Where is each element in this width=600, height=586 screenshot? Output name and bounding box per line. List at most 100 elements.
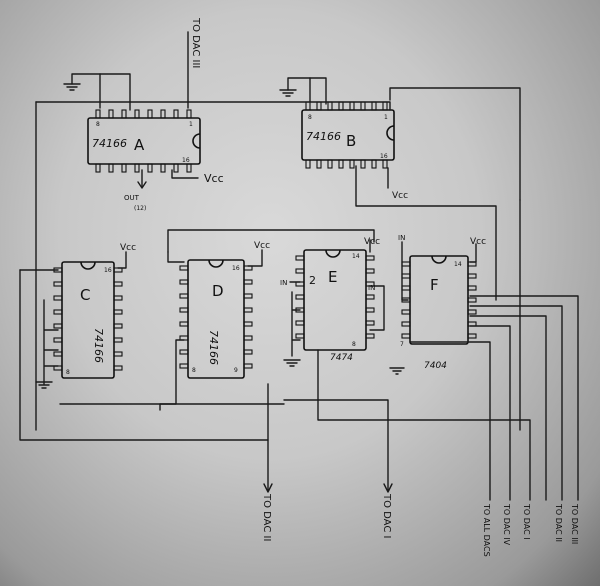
chip-e-right-pins xyxy=(365,255,375,339)
ic-pin xyxy=(467,297,477,303)
chip-f-notch xyxy=(431,255,447,264)
chip-f-body xyxy=(409,255,469,345)
ic-pin xyxy=(467,273,477,279)
ic-pin xyxy=(305,101,311,111)
ic-pin xyxy=(179,363,189,369)
label-vcc-c: Vcc xyxy=(120,243,136,253)
label-vcc-d: Vcc xyxy=(254,241,270,251)
ic-pin xyxy=(371,101,377,111)
ground-icon xyxy=(389,367,405,375)
chip-a-top-pins xyxy=(95,109,192,119)
wire-vcc-d xyxy=(247,249,263,267)
ic-pin xyxy=(327,101,333,111)
ic-pin xyxy=(173,163,179,173)
ic-pin xyxy=(243,321,253,327)
ic-pin xyxy=(179,293,189,299)
chip-f-type-label: 7404 xyxy=(424,361,447,371)
ic-pin xyxy=(53,281,63,287)
chip-f-pin14-label: 14 xyxy=(454,261,462,268)
label-to-dac-i-right: TO DAC I xyxy=(522,503,531,540)
label-to-dac-i: TO DAC I xyxy=(381,493,392,538)
chip-b-top-pins xyxy=(305,101,388,111)
wire-outer-left xyxy=(19,269,269,441)
ic-pin xyxy=(95,109,101,119)
chip-d-pin8-label: 8 xyxy=(192,367,196,374)
ic-pin xyxy=(401,321,411,327)
ic-pin xyxy=(243,335,253,341)
chip-e-pin8-label: 8 xyxy=(352,341,356,348)
chip-c-letter: C xyxy=(80,286,90,304)
wire-vcc-c xyxy=(117,251,127,269)
arrow-down-icon xyxy=(263,483,273,493)
ic-pin xyxy=(179,321,189,327)
ic-pin xyxy=(95,163,101,173)
ic-pin xyxy=(53,295,63,301)
chip-b-body xyxy=(301,109,395,161)
chip-b-pin16-label: 16 xyxy=(380,153,388,160)
chip-e-pin2-label: 2 xyxy=(309,274,316,287)
ic-pin xyxy=(360,159,366,169)
ic-pin xyxy=(134,163,140,173)
ic-pin xyxy=(401,261,411,267)
ic-pin xyxy=(401,309,411,315)
ic-pin xyxy=(53,309,63,315)
ground-icon xyxy=(63,83,81,91)
ic-pin xyxy=(243,293,253,299)
chip-b-pin8-label: 8 xyxy=(308,114,312,121)
ic-pin xyxy=(113,281,123,287)
chip-c-type-label: 74166 xyxy=(92,328,105,363)
ic-pin xyxy=(382,101,388,111)
ic-pin xyxy=(349,159,355,169)
ic-pin xyxy=(371,159,377,169)
ic-pin xyxy=(365,320,375,326)
ic-pin xyxy=(113,309,123,315)
wire-to-dac-i xyxy=(283,399,389,491)
ic-pin xyxy=(147,109,153,119)
ground-icon xyxy=(279,89,297,97)
chip-b-pin1-label: 1 xyxy=(384,114,388,121)
ic-pin xyxy=(316,101,322,111)
chip-e-type-label: 7474 xyxy=(330,353,353,363)
ic-pin xyxy=(243,307,253,313)
labels: TO DAC III Vcc Vcc Vcc Vcc Vcc Vcc OUT (… xyxy=(120,17,579,557)
wire-e-right xyxy=(369,239,385,331)
wire-to-dac-ii-right xyxy=(469,305,563,501)
wire-bus-top xyxy=(35,101,391,111)
ic-pin xyxy=(467,333,477,339)
wire-vcc-f xyxy=(469,243,477,263)
ic-pin xyxy=(53,323,63,329)
wire-to-dac-i-right xyxy=(469,315,547,501)
ic-pin xyxy=(53,337,63,343)
label-vcc-e: Vcc xyxy=(364,237,380,247)
chip-b-letter: B xyxy=(346,132,356,150)
wire-e-bottom xyxy=(317,349,531,501)
ic-pin xyxy=(305,159,311,169)
chip-a-bottom-pins xyxy=(95,163,192,173)
label-to-dac-ii-right: TO DAC II xyxy=(554,503,563,542)
ground-wire-a xyxy=(71,73,131,111)
ic-pin xyxy=(113,337,123,343)
ic-pin xyxy=(467,285,477,291)
ic-pin xyxy=(295,255,305,261)
chip-e-pin14-label: 14 xyxy=(352,253,360,260)
chip-c: C 74166 16 8 xyxy=(53,261,123,379)
ic-pin xyxy=(295,268,305,274)
wire-top-d-e xyxy=(167,229,375,253)
label-to-dac-iii-top: TO DAC III xyxy=(190,17,201,68)
chip-a-body xyxy=(87,117,201,165)
ic-pin xyxy=(179,349,189,355)
wire-to-dac-iii-right xyxy=(469,295,579,501)
ic-pin xyxy=(160,109,166,119)
chip-d-letter: D xyxy=(212,282,224,300)
label-to-dac-iii-right: TO DAC III xyxy=(570,503,579,544)
chip-d-right-pins xyxy=(243,265,253,369)
ic-pin xyxy=(365,268,375,274)
chip-c-right-pins xyxy=(113,267,123,371)
ic-pin xyxy=(360,101,366,111)
chip-e-left-pins xyxy=(295,255,305,339)
chip-c-left-pins xyxy=(53,267,63,371)
ic-pin xyxy=(365,333,375,339)
label-vcc-b: Vcc xyxy=(392,191,408,201)
ic-pin xyxy=(173,109,179,119)
label-to-dac-ii: TO DAC II xyxy=(261,493,272,541)
